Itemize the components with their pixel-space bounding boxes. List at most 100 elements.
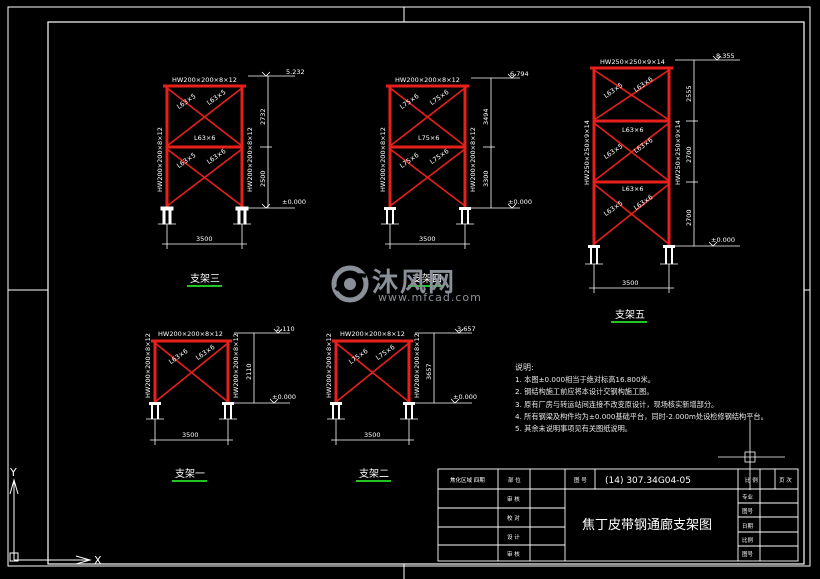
f2-left-col: HW200×200×8×12 [325, 333, 333, 398]
f4-elev-base: ±0.000 [508, 198, 532, 206]
f2-dim: 3657 [425, 363, 433, 380]
f4-label: 支架四 [412, 273, 442, 285]
frame-4: HW200×200×8×12 L75×6 L75×6 L75×6 L75×6 L… [379, 70, 532, 287]
notes-line-5: 5. 其余未说明事项见有关图纸说明。 [515, 424, 632, 434]
f1-label: 支架一 [175, 468, 205, 480]
f4-mid-beam: L75×6 [418, 134, 439, 142]
ucs-y: Y [9, 466, 17, 479]
f1-right-col: HW200×200×8×12 [232, 333, 240, 398]
ucs-icon [9, 478, 92, 565]
f5-left-col: HW250×250×9×14 [583, 120, 591, 185]
frame-2: HW200×200×8×12 L75×6 L75×6 HW200×200×8×1… [325, 325, 477, 482]
f5-elev-top: 8.355 [716, 52, 735, 60]
tb-row-1: 审 核 [507, 495, 520, 503]
f5-label: 支架五 [615, 309, 645, 321]
f5-width: 3500 [622, 279, 639, 287]
f2-brace1a: L75×6 [347, 347, 369, 366]
outer-frame [7, 6, 811, 567]
f4-brace2a: L75×6 [398, 151, 420, 170]
f5-dim3: 2700 [685, 209, 693, 226]
centering-ticks [8, 7, 810, 579]
tb-drawing-title: 焦丁皮带钢通廊支架图 [582, 517, 712, 533]
f2-label: 支架二 [359, 468, 389, 480]
f5-dim1: 2555 [685, 85, 693, 102]
f5-top-beam: HW250×250×9×14 [600, 58, 665, 66]
f5-brace2a: L63×5 [602, 142, 624, 161]
f1-brace1a: L63×6 [167, 347, 189, 366]
watermark: 沐风网 www.mfcad.com [330, 262, 500, 306]
f5-beam1: L63×6 [622, 126, 643, 134]
inner-frame [47, 21, 805, 565]
f3-width: 3500 [196, 235, 213, 243]
tb-r2: 图号 [742, 507, 754, 515]
f3-left-col: HW200×200×8×12 [156, 127, 164, 192]
tb-r5: 图号 [742, 550, 754, 558]
f4-width: 3500 [419, 235, 436, 243]
f5-elev-base: ±0.000 [711, 236, 735, 244]
tb-c1: 比 例 [745, 476, 758, 484]
f1-left-col: HW200×200×8×12 [144, 333, 152, 398]
cursor-crosshair [718, 420, 785, 490]
tb-row-4: 审 核 [507, 550, 520, 558]
f2-width: 3500 [364, 431, 381, 439]
f5-brace1a: L63×5 [602, 81, 624, 100]
f2-elev-top: 3.657 [457, 325, 476, 333]
f4-dim-top: 3494 [482, 108, 490, 125]
f4-left-col: HW200×200×8×12 [379, 127, 387, 192]
f4-right-col: HW200×200×8×12 [469, 127, 477, 192]
f1-dim: 2110 [245, 363, 253, 380]
f3-label: 支架三 [190, 273, 220, 285]
tb-r4: 比例 [742, 536, 754, 544]
tb-c2: 页 次 [779, 476, 792, 484]
f4-top-beam: HW200×200×8×12 [395, 76, 460, 84]
f4-dim-bot: 3300 [482, 170, 490, 187]
f2-right-col: HW200×200×8×12 [413, 333, 421, 398]
f1-elev-base: ±0.000 [272, 393, 296, 401]
f2-brace1b: L75×6 [374, 343, 396, 362]
tb-proj-label: 焦化区域 四期 [450, 476, 485, 484]
f5-beam2: L63×6 [622, 185, 643, 193]
tb-col-label: 图 号 [574, 476, 587, 484]
tb-r3: 日期 [742, 523, 754, 530]
f5-brace2b: L63×6 [632, 136, 654, 155]
f1-top-beam: HW200×200×8×12 [158, 330, 223, 338]
notes-line-4: 4. 所有钢梁及构件均为±0.000基础平台，同时-2.000m处设检修钢结构平… [515, 411, 768, 421]
f2-top-beam: HW200×200×8×12 [340, 330, 405, 338]
f3-mid-beam: L63×6 [194, 134, 215, 142]
watermark-url: www.mfcad.com [378, 291, 482, 304]
f5-dim2: 2700 [685, 146, 693, 163]
f2-elev-base: ±0.000 [453, 393, 477, 401]
f3-elev-top: 5.232 [286, 68, 305, 76]
f5-right-col: HW250×250×9×14 [674, 120, 682, 185]
tb-sub-label: 部 位 [508, 476, 521, 484]
tb-r1: 专业 [742, 493, 754, 501]
notes-line-1: 1. 本图±0.000相当于绝对标高16.800米。 [515, 375, 655, 385]
f3-top-beam: HW200×200×8×12 [172, 76, 237, 84]
f4-elev-top: 6.794 [510, 70, 529, 78]
f1-elev-top: 2.110 [276, 325, 295, 333]
f3-brace1b: L63×5 [205, 88, 227, 107]
f3-dim-bot: 2500 [259, 170, 267, 187]
tb-code: (14) 307.34G04-05 [605, 476, 691, 486]
f1-width: 3500 [182, 431, 199, 439]
tb-row-3: 设 计 [507, 533, 520, 541]
f5-brace3a: L63×5 [602, 199, 624, 218]
f4-brace1b: L75×6 [428, 88, 450, 107]
ucs-x: X [94, 554, 102, 567]
f3-brace2a: L63×5 [175, 151, 197, 170]
f5-brace1b: L63×6 [632, 75, 654, 94]
tb-row-2: 校 对 [507, 514, 520, 522]
frame-1: HW200×200×8×12 L63×6 L63×6 HW200×200×8×1… [144, 325, 296, 482]
watermark-name: 沐风网 [372, 268, 457, 298]
design-notes: 说明: 1. 本图±0.000相当于绝对标高16.800米。 2. 钢结构施工前… [515, 362, 815, 435]
f3-elev-base: ±0.000 [282, 198, 306, 206]
notes-title: 说明: [515, 363, 534, 372]
f1-brace1b: L63×6 [194, 343, 216, 362]
title-block [437, 468, 799, 562]
frame-3: HW200×200×8×12 L63×5 L63×5 L63×6 L63×5 L… [156, 68, 306, 287]
f3-dim-top: 2732 [259, 108, 267, 125]
f3-right-col: HW200×200×8×12 [246, 127, 254, 192]
f5-brace3b: L63×6 [632, 193, 654, 212]
notes-line-2: 2. 钢结构施工前应将本设计交钢构施工图。 [515, 387, 654, 397]
notes-line-3: 3. 原有厂房与转运站间连接不改变原设计，现场核实新增部分。 [515, 399, 719, 409]
